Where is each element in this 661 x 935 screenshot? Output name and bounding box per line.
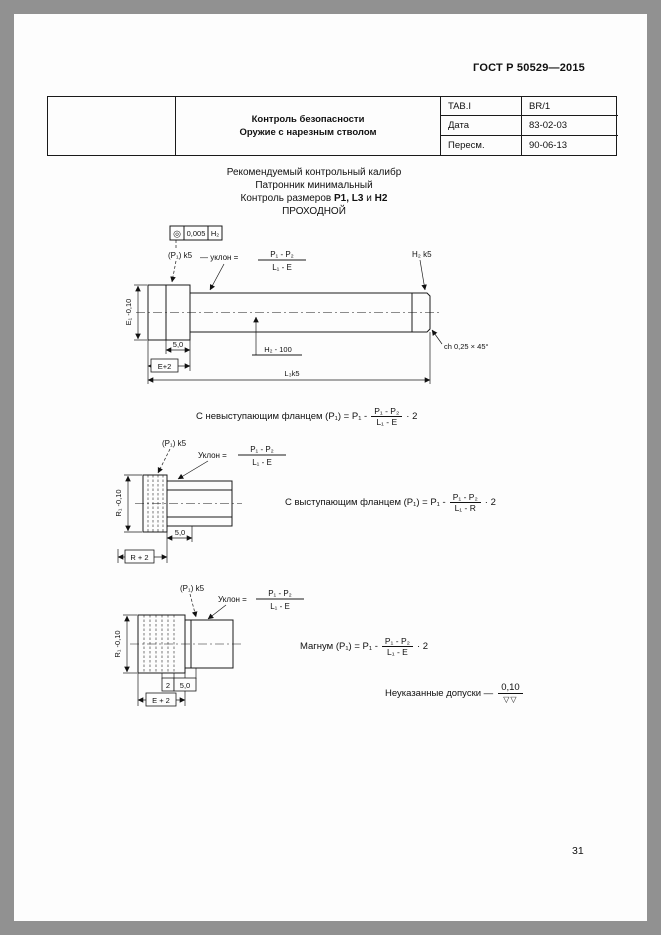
dim-l3 [147, 332, 431, 384]
dim-h2-100-label: H₂ - 100 [264, 345, 292, 354]
tolerance-frame: ◎ 0,005 H₂ [169, 225, 223, 241]
dim-flange-label: 5,0 [180, 681, 190, 690]
tolerance-value: 0,005 [187, 229, 206, 238]
tolerance-note-value: 0,10 [498, 682, 523, 694]
table-label-date: Дата [441, 116, 521, 136]
drawing-subtitle: Рекомендуемый контрольный калибр Патронн… [114, 166, 514, 218]
dim-e-plus-2-label: E + 2 [152, 696, 170, 705]
dim-e-plus-2-box [145, 692, 177, 707]
dim-e1-label: E₁ -0,10 [124, 299, 133, 326]
slope-leader-line [209, 263, 225, 291]
formula-flush-fraction: P₁ - P₂ L₁ - E [371, 406, 403, 427]
table-label-tab: TAB.I [441, 97, 521, 117]
dim-r-plus-2-label: R + 2 [130, 553, 148, 562]
chamfer-leader-line [431, 329, 443, 345]
formula-flush-flange: С невыступающим фланцем (P₁) = P₁ - P₁ -… [196, 406, 417, 427]
slope-leader-line [177, 460, 209, 480]
slope-denominator: L₁ - E [270, 602, 290, 611]
slope-denominator: L₁ - E [272, 263, 292, 272]
fraction-numerator: P₁ - P₂ [449, 492, 481, 503]
header-table-title-cell: Контроль безопасности Оружие с нарезным … [176, 97, 441, 155]
document-page: ГОСТ Р 50529—2015 Контроль безопасности … [14, 14, 647, 921]
doc-code: ГОСТ Р 50529—2015 [473, 62, 585, 74]
slope-numerator: P₁ - P₂ [268, 589, 292, 598]
dim-belt-label: 2 [166, 681, 170, 690]
slope-label: Уклон = [218, 595, 247, 604]
formula-magnum-suffix: · 2 [416, 641, 429, 652]
header-table-empty-cell [48, 97, 176, 155]
drawing-main-gauge: ◎ 0,005 H₂ (P₁) k5 — уклон = P₁ - P₂ L₁ … [124, 225, 489, 384]
tolerance-note-label: Неуказанные допуски — [385, 688, 494, 699]
fraction-numerator: P₁ - P₂ [371, 406, 403, 417]
formula-protruding-flange: С выступающим фланцем (P₁) = P₁ - P₁ - P… [285, 492, 496, 513]
dim-r1 [124, 474, 142, 533]
fraction-denominator: L₁ - E [376, 417, 398, 427]
formula-rim-suffix: · 2 [484, 497, 496, 508]
subtitle-line2: Патронник минимальный [255, 180, 373, 191]
dim-r1 [123, 614, 137, 674]
drawing-magnum-gauge: (P₁) k5 Уклон = P₁ - P₂ L₁ - E R₁ -0,10 [113, 584, 304, 707]
subtitle-line3: Контроль размеров P1, L3 и H2 [114, 192, 514, 205]
dim-l3-label: L₃k5 [284, 369, 299, 378]
dim-e1 [134, 284, 147, 341]
fraction-numerator: P₁ - P₂ [381, 636, 413, 647]
tolerance-note: Неуказанные допуски — 0,10 ▽▽ [385, 682, 523, 705]
formula-magnum-fraction: P₁ - P₂ L₁ - E [381, 636, 413, 657]
dim-h2-100 [252, 316, 302, 356]
dim-r-plus-2-box [124, 549, 155, 564]
table-value-revision: 90-06-13 [521, 135, 618, 155]
formula-rim-fraction: P₁ - P₂ L₁ - R [449, 492, 481, 513]
dim-5-0-label: 5,0 [173, 340, 183, 349]
subtitle-line3-bold2: H2 [374, 193, 388, 204]
table-value-tab: BR/1 [521, 97, 618, 117]
slope-label: — уклон = [200, 253, 239, 262]
subtitle-line1: Рекомендуемый контрольный калибр [226, 167, 402, 178]
dim-5-0 [165, 340, 191, 354]
slope-label: Уклон = [198, 451, 227, 460]
table-title-line1: Контроль безопасности [251, 113, 365, 125]
subtitle-line3-text2: и [363, 193, 375, 204]
p1-leader-line [157, 448, 171, 474]
fraction-denominator: L₁ - R [454, 503, 476, 513]
subtitle-line3-text1: Контроль размеров [240, 193, 335, 204]
p1-leader-line [170, 240, 177, 283]
dim-r1-label: R₁ -0,10 [113, 630, 122, 657]
p1-leader-line [189, 593, 198, 618]
formula-magnum-prefix: Магнум (P₁) = P₁ - [300, 641, 378, 652]
table-label-revision: Пересм. [448, 139, 485, 151]
formula-flush-suffix: · 2 [406, 411, 418, 422]
p1-label: (P₁) k5 [168, 251, 193, 260]
h2-label: H₂ k5 [412, 250, 432, 259]
dim-5-0-label: 5,0 [175, 528, 185, 537]
formula-flush-prefix: С невыступающим фланцем (P₁) = P₁ - [196, 411, 368, 422]
tolerance-note-stack: 0,10 ▽▽ [498, 682, 523, 705]
table-title-line2: Оружие с нарезным стволом [239, 127, 377, 138]
subtitle-line3-bold1: P1, L3 [334, 193, 364, 204]
table-value-date: 83-02-03 [521, 116, 618, 136]
dim-r1-label: R₁ -0,10 [114, 489, 123, 516]
p1-label: (P₁) k5 [180, 584, 205, 593]
formula-rim-prefix: С выступающим фланцем (P₁) = P₁ - [285, 497, 446, 508]
p1-label: (P₁) k5 [162, 439, 187, 448]
slope-leader-line [207, 604, 227, 620]
fraction-denominator: L₁ - E [386, 647, 408, 657]
slope-denominator: L₁ - E [252, 458, 272, 467]
subtitle-line4: ПРОХОДНОЙ [282, 206, 346, 217]
h2-leader-line [419, 259, 427, 291]
dim-e-plus-2-box [150, 358, 179, 373]
tolerance-datum: H₂ [211, 229, 219, 238]
concentricity-icon: ◎ [173, 229, 181, 239]
page-number: 31 [572, 845, 584, 857]
dim-e-plus-2-label: E+2 [158, 362, 172, 371]
drawing-rim-gauge: (P₁) k5 Уклон = P₁ - P₂ L₁ - E R₁ -0,10 [114, 439, 286, 564]
surface-finish-icon: ▽▽ [503, 695, 518, 704]
slope-numerator: P₁ - P₂ [270, 250, 294, 259]
formula-magnum: Магнум (P₁) = P₁ - P₁ - P₂ L₁ - E · 2 [300, 636, 428, 657]
header-table: Контроль безопасности Оружие с нарезным … [47, 96, 618, 156]
chamfer-note: ch 0,25 × 45° [444, 342, 489, 351]
slope-numerator: P₁ - P₂ [250, 445, 274, 454]
